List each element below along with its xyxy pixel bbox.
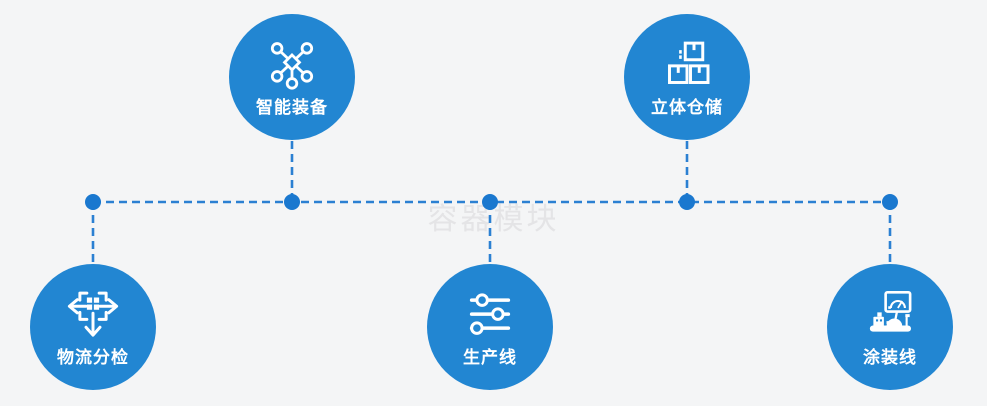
node-label: 涂装线 <box>863 348 917 368</box>
junction-dot <box>882 194 898 210</box>
node-production-line: 生产线 <box>427 264 553 390</box>
node-label: 生产线 <box>463 348 517 368</box>
sliders-icon <box>469 293 511 335</box>
control-station-icon <box>869 290 912 332</box>
network-nodes-icon <box>270 42 314 90</box>
node-warehouse: 立体仓储 <box>624 14 750 140</box>
stacked-boxes-icon <box>668 41 710 84</box>
node-logistics-sorting: 物流分检 <box>30 264 156 390</box>
junction-dot <box>85 194 101 210</box>
junction-dot <box>482 194 498 210</box>
node-coating-line: 涂装线 <box>827 264 953 390</box>
distribute-arrows-icon <box>67 291 119 337</box>
junction-dot <box>679 194 695 210</box>
node-label: 立体仓储 <box>651 98 723 118</box>
node-label: 智能装备 <box>256 98 328 118</box>
node-label: 物流分检 <box>57 348 129 368</box>
node-smart-equipment: 智能装备 <box>229 14 355 140</box>
junction-dot <box>284 194 300 210</box>
